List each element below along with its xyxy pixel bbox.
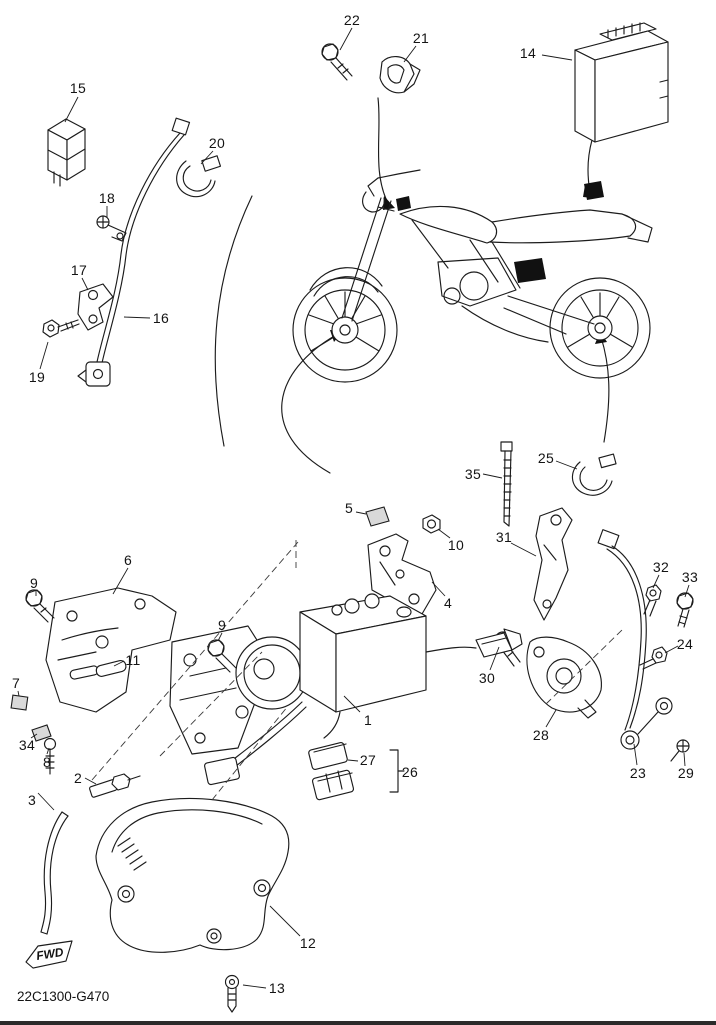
part-2-fitting <box>89 773 141 798</box>
part-34-pad <box>31 724 52 742</box>
callout-20: 20 <box>208 135 226 151</box>
part-23-sensor-wire-rear <box>597 529 673 750</box>
callout-23: 23 <box>629 765 647 781</box>
diagram-code: 22C1300-G470 <box>17 989 110 1004</box>
part-24-bolt <box>639 646 668 670</box>
callout-26: 26 <box>401 764 419 780</box>
callout-13: 13 <box>268 980 286 996</box>
callout-2: 2 <box>73 770 83 786</box>
callout-1: 1 <box>363 712 373 728</box>
leader-lines <box>17 27 690 989</box>
part-12-cover <box>95 797 290 953</box>
part-19-bolt <box>42 319 80 338</box>
callout-9a: 9 <box>29 575 39 591</box>
part-25-clamp <box>571 453 617 496</box>
part-6-bracket <box>45 587 177 713</box>
part-15-relay <box>47 118 86 187</box>
part-35-cable-tie <box>500 441 513 527</box>
part-16-sensor-wire-front <box>77 117 191 387</box>
callout-33: 33 <box>681 569 699 585</box>
callout-32: 32 <box>652 559 670 575</box>
part-1-abs-unit <box>229 593 523 767</box>
callout-3: 3 <box>27 792 37 808</box>
callout-15: 15 <box>69 80 87 96</box>
callout-22: 22 <box>343 12 361 28</box>
part-22-bolt <box>321 43 353 81</box>
fwd-label: FWD <box>35 945 65 963</box>
callout-18: 18 <box>98 190 116 206</box>
callout-28: 28 <box>532 727 550 743</box>
callout-19: 19 <box>28 369 46 385</box>
callout-24: 24 <box>676 636 694 652</box>
part-20-clamp <box>176 155 222 198</box>
page-edge-bottom <box>0 1021 716 1025</box>
callout-11: 11 <box>125 652 141 668</box>
callout-6: 6 <box>123 552 133 568</box>
part-13-screw <box>224 974 240 1013</box>
part-14-ecu <box>574 22 669 143</box>
part-28-bracket <box>526 636 602 719</box>
part-10-nut <box>422 514 441 534</box>
part-11-damper <box>95 660 127 677</box>
callout-7: 7 <box>11 675 21 691</box>
callout-29: 29 <box>677 765 695 781</box>
part-29-bolt <box>670 739 690 762</box>
callout-17: 17 <box>70 262 88 278</box>
callout-8: 8 <box>42 754 52 770</box>
callout-16: 16 <box>152 310 170 326</box>
callout-4: 4 <box>443 595 453 611</box>
part-26-27-connectors <box>204 742 405 801</box>
callout-27: 27 <box>359 752 377 768</box>
part-9-bolt-a <box>25 589 55 623</box>
callout-10: 10 <box>447 537 465 553</box>
part-7-pad <box>10 694 29 711</box>
part-17-bracket <box>77 283 114 331</box>
part-18-bolt-clip <box>96 215 127 242</box>
callout-25: 25 <box>537 450 555 466</box>
callout-30: 30 <box>478 670 496 686</box>
callout-21: 21 <box>412 30 430 46</box>
part-3-hose <box>40 811 69 935</box>
part-21-bracket <box>379 56 421 94</box>
callout-34: 34 <box>18 737 36 753</box>
part-5-pad <box>365 506 390 527</box>
callout-12: 12 <box>299 935 317 951</box>
construction-lines <box>91 540 623 801</box>
callout-35: 35 <box>464 466 482 482</box>
fwd-marker: FWD <box>25 940 73 969</box>
part-31-bracket <box>533 507 573 621</box>
part-8-bolt <box>43 737 57 775</box>
callout-5: 5 <box>344 500 354 516</box>
callout-31: 31 <box>495 529 513 545</box>
motorcycle <box>292 169 653 383</box>
callout-9b: 9 <box>217 617 227 633</box>
callout-14: 14 <box>519 45 537 61</box>
part-33-bolt <box>676 592 694 628</box>
